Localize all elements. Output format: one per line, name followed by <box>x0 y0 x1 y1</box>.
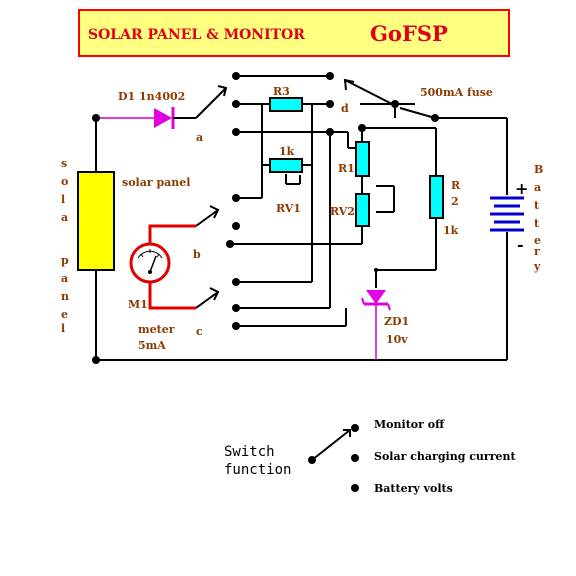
legend-heading-1: Switch <box>224 444 275 460</box>
title-main: SOLAR PANEL & MONITOR <box>88 27 305 43</box>
label-r1: R1 <box>338 162 355 175</box>
legend-item-battery-volts: Battery volts <box>374 482 453 495</box>
label-rv1: RV1 <box>276 202 301 215</box>
resistor-r1 <box>355 141 370 177</box>
label-meter: M1 <box>128 298 148 311</box>
terminal-c: c <box>196 325 203 338</box>
svg-text:l: l <box>61 322 65 335</box>
svg-text:a: a <box>61 272 68 285</box>
svg-text:t: t <box>534 199 540 212</box>
label-meter-range: 5mA <box>138 339 166 352</box>
svg-text:s: s <box>61 157 67 170</box>
legend-item-monitor-off: Monitor off <box>374 418 445 431</box>
label-zener: ZD1 <box>384 315 409 328</box>
diode-path <box>96 107 196 129</box>
label-rv2: RV2 <box>330 205 355 218</box>
svg-text:a: a <box>61 211 68 224</box>
label-r2-value: 1k <box>443 224 459 237</box>
resistor-rv1 <box>269 158 303 173</box>
battery <box>490 196 524 232</box>
svg-text:l: l <box>61 193 65 206</box>
svg-text:e: e <box>534 234 541 247</box>
switch-legend: Switch function Monitor off Solar chargi… <box>224 418 517 495</box>
terminal-a: a <box>196 131 203 144</box>
svg-text:t: t <box>534 217 540 230</box>
resistor-rv2 <box>355 193 370 227</box>
svg-text:B: B <box>534 163 543 176</box>
battery-minus: - <box>517 235 524 254</box>
svg-text:y: y <box>533 260 541 273</box>
resistor-r3 <box>269 97 303 112</box>
label-battery-vertical: B a t t e r y <box>533 163 543 273</box>
battery-plus: + <box>515 179 528 198</box>
title-box <box>78 9 510 57</box>
switch-contacts <box>92 72 378 364</box>
title-callsign: GoFSP <box>370 21 448 46</box>
svg-text:p: p <box>61 254 69 267</box>
label-r3: R3 <box>273 85 290 98</box>
svg-text:r: r <box>534 245 540 258</box>
label-fuse: 500mA fuse <box>420 86 493 99</box>
terminal-d: d <box>341 102 349 115</box>
solar-panel <box>77 171 115 271</box>
label-r2-num: 2 <box>451 195 459 208</box>
legend-item-charging-current: Solar charging current <box>374 450 517 463</box>
resistor-r2 <box>429 175 444 219</box>
label-r2: R <box>451 179 461 192</box>
label-diode: D1 1n4002 <box>118 90 185 103</box>
label-solar-vertical: s o l a p a n e l <box>61 157 69 335</box>
svg-text:e: e <box>61 308 68 321</box>
svg-text:n: n <box>61 290 69 303</box>
label-meter-desc: meter <box>138 323 175 336</box>
svg-text:a: a <box>534 181 541 194</box>
diode-d1 <box>154 108 172 128</box>
svg-text:o: o <box>61 175 68 188</box>
zener-zd1 <box>361 290 391 360</box>
terminal-b: b <box>193 248 201 261</box>
label-rv1-value: 1k <box>279 145 295 158</box>
label-solar-panel: solar panel <box>122 176 190 189</box>
meter-m1 <box>129 224 196 310</box>
legend-heading-2: function <box>224 462 291 478</box>
label-zener-value: 10v <box>386 333 408 346</box>
